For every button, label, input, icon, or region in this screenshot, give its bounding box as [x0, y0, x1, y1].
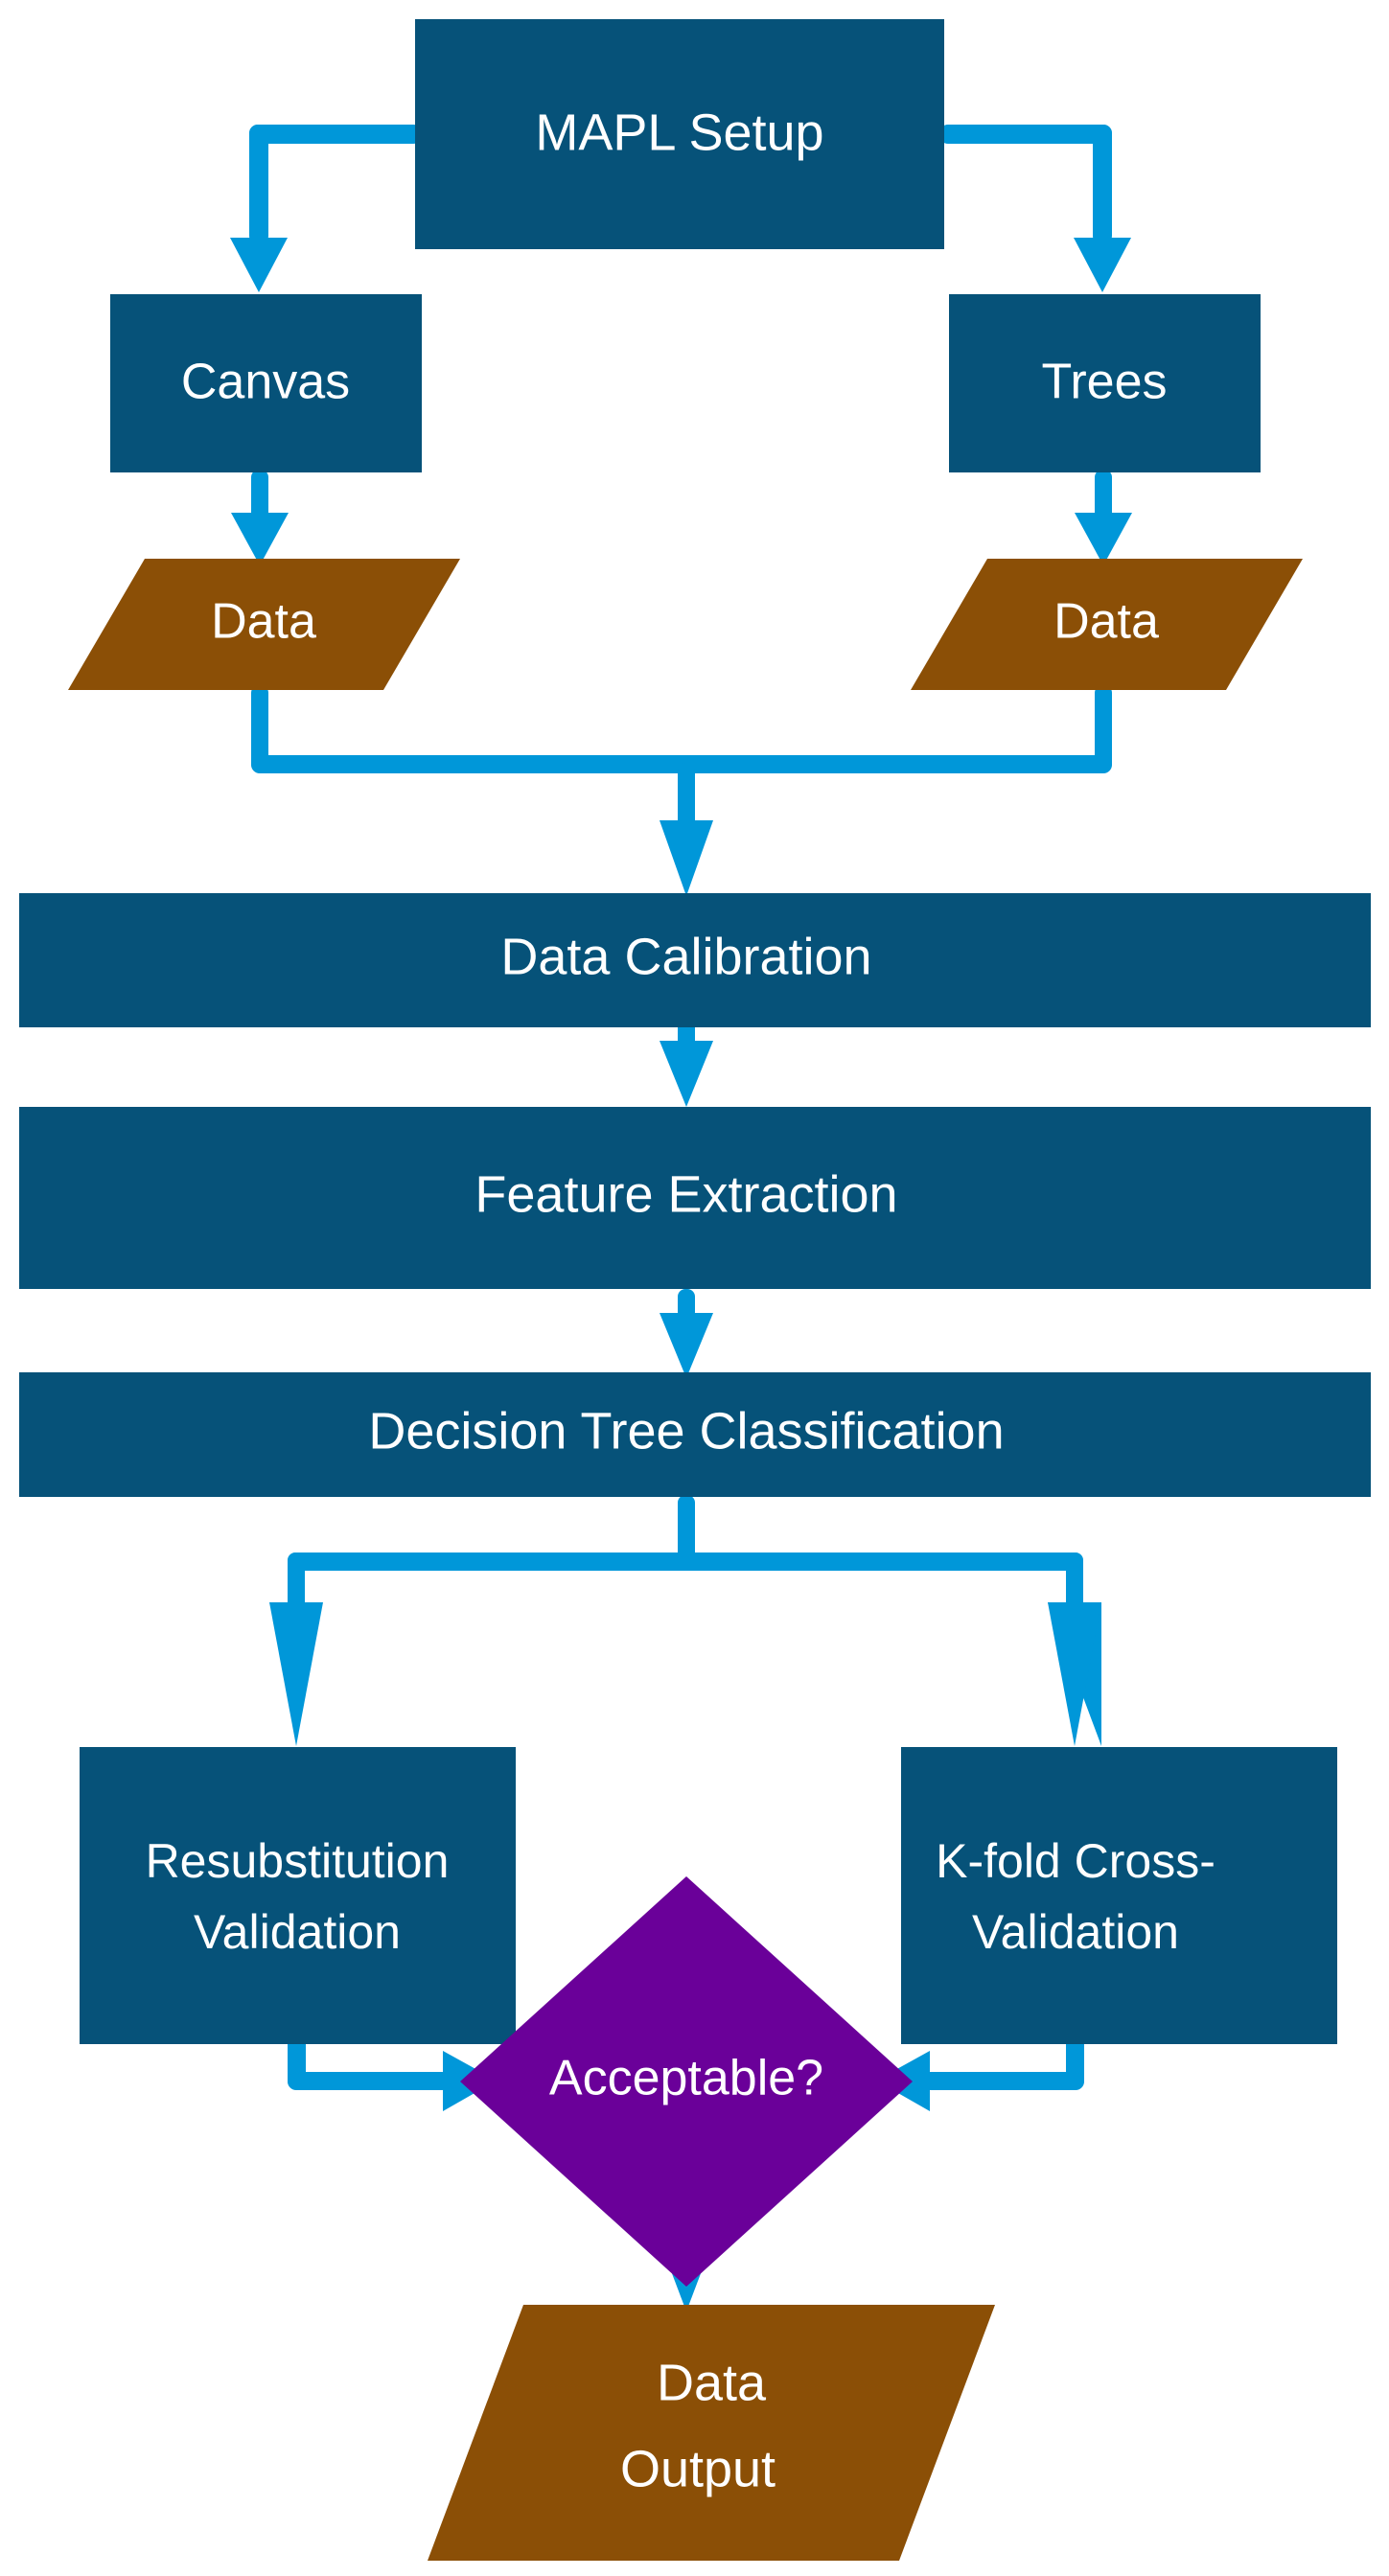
resubstitution-validation-shape[interactable] — [80, 1747, 516, 2044]
edge-trees-to-data-right — [1075, 470, 1132, 565]
resubstitution-validation-label-line2: Validation — [194, 1905, 401, 1959]
node-decision-tree-classification[interactable]: Decision Tree Classification — [19, 1372, 1371, 1497]
mapl-setup-label: MAPL Setup — [535, 104, 823, 161]
data-left-shape[interactable] — [68, 559, 460, 690]
acceptable-decision-shape[interactable] — [460, 1876, 913, 2287]
node-trees[interactable]: Trees — [949, 294, 1261, 472]
trees-label: Trees — [1042, 355, 1168, 410]
edge-mapl-setup-to-trees — [939, 125, 1131, 292]
node-feature-extraction[interactable]: Feature Extraction — [19, 1107, 1371, 1289]
edge-data-merge-to-data-calibration — [251, 685, 1112, 896]
node-data-left[interactable]: Data — [68, 559, 460, 690]
node-acceptable-decision[interactable]: Acceptable? — [460, 1876, 913, 2287]
node-data-output[interactable]: Data Output — [428, 2305, 995, 2561]
resubstitution-validation-label-line1: Resubstitution — [146, 1834, 450, 1888]
trees-shape[interactable] — [949, 294, 1261, 472]
feature-extraction-label: Feature Extraction — [475, 1165, 897, 1223]
canvas-label: Canvas — [181, 355, 350, 410]
edge-feature-extraction-to-decision-tree — [660, 1289, 713, 1378]
edge-canvas-to-data-left — [231, 470, 289, 565]
edge-data-calibration-to-feature-extraction — [660, 1018, 713, 1107]
data-calibration-label: Data Calibration — [500, 928, 871, 985]
data-right-label: Data — [1053, 594, 1159, 650]
kfold-cross-validation-shape[interactable] — [901, 1747, 1337, 2044]
data-right-shape[interactable] — [911, 559, 1303, 690]
data-output-label-line2: Output — [620, 2440, 776, 2497]
node-canvas[interactable]: Canvas — [110, 294, 422, 472]
node-kfold-cross-validation[interactable]: K-fold Cross- Validation — [901, 1747, 1337, 2044]
kfold-cross-validation-label-line1: K-fold Cross- — [936, 1834, 1215, 1888]
decision-tree-shape[interactable] — [19, 1372, 1371, 1497]
node-data-right[interactable]: Data — [911, 559, 1303, 690]
data-left-label: Data — [211, 594, 316, 650]
decision-tree-label: Decision Tree Classification — [368, 1402, 1004, 1460]
data-output-label-line1: Data — [657, 2354, 767, 2411]
kfold-cross-validation-label-line2: Validation — [972, 1905, 1179, 1959]
canvas-shape[interactable] — [110, 294, 422, 472]
data-output-shape[interactable] — [428, 2305, 995, 2561]
data-calibration-shape[interactable] — [19, 893, 1371, 1027]
acceptable-decision-label: Acceptable? — [549, 2051, 823, 2106]
edge-mapl-setup-to-canvas — [230, 125, 422, 292]
node-data-calibration[interactable]: Data Calibration — [19, 893, 1371, 1027]
feature-extraction-shape[interactable] — [19, 1107, 1371, 1289]
node-mapl-setup[interactable]: MAPL Setup — [415, 19, 944, 249]
edge-decision-tree-to-validations — [269, 1495, 1101, 1746]
node-resubstitution-validation[interactable]: Resubstitution Validation — [80, 1747, 516, 2044]
mapl-setup-shape[interactable] — [415, 19, 944, 249]
